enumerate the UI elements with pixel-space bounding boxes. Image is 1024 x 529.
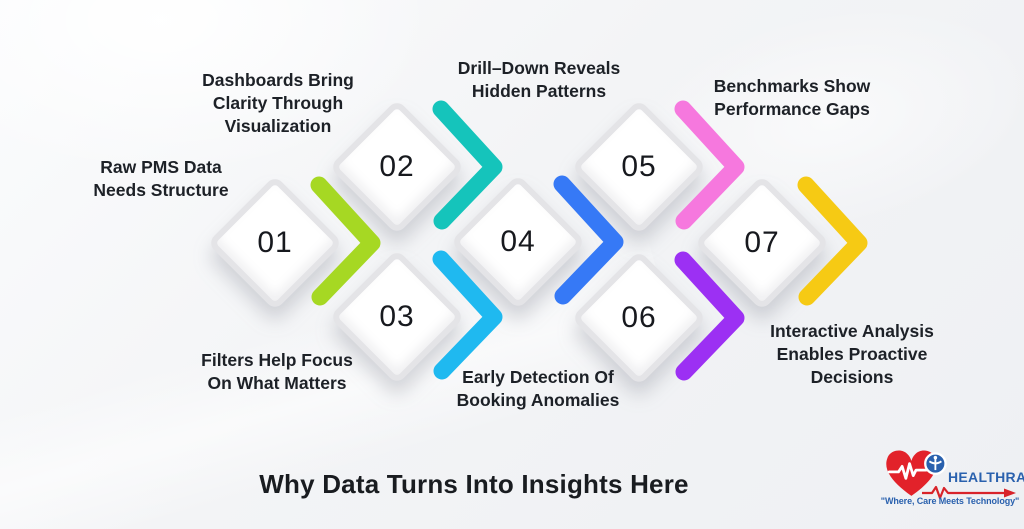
label-line: Decisions: [810, 367, 894, 387]
step-label-07: Interactive Analysis Enables Proactive D…: [770, 320, 934, 389]
label-line: Dashboards Bring: [202, 70, 354, 90]
label-line: Filters Help Focus: [201, 350, 353, 370]
step-label-01: Raw PMS Data Needs Structure: [93, 156, 228, 202]
step-label-03: Filters Help Focus On What Matters: [201, 349, 353, 395]
label-line: Early Detection Of: [462, 367, 614, 387]
step-label-05: Benchmarks Show Performance Gaps: [714, 75, 871, 121]
step-number: 01: [257, 226, 293, 259]
label-line: Interactive Analysis: [770, 321, 934, 341]
step-number: 05: [621, 150, 657, 183]
ekg-arrow-icon: [922, 485, 1016, 500]
label-line: Hidden Patterns: [471, 81, 607, 101]
heart-ekg-icon: [886, 450, 947, 496]
step-number: 07: [744, 226, 780, 259]
label-line: Booking Anomalies: [456, 390, 620, 410]
step-number: 02: [379, 150, 415, 183]
step-number: 03: [379, 300, 415, 333]
label-line: Needs Structure: [93, 180, 229, 200]
step-number: 06: [621, 301, 657, 334]
label-line: Visualization: [224, 116, 332, 136]
label-line: On What Matters: [207, 373, 347, 393]
label-line: Drill–Down Reveals: [457, 58, 621, 78]
step-label-04: Drill–Down Reveals Hidden Patterns: [458, 57, 620, 103]
step-number: 04: [500, 225, 536, 258]
label-line: Enables Proactive: [776, 344, 928, 364]
step-label-02: Dashboards Bring Clarity Through Visuali…: [202, 69, 354, 138]
label-line: Benchmarks Show: [713, 76, 871, 96]
logo-tagline: "Where, Care Meets Technology": [880, 496, 1020, 506]
main-title: Why Data Turns Into Insights Here: [259, 469, 689, 499]
step-label-06: Early Detection Of Booking Anomalies: [457, 366, 620, 412]
label-line: Performance Gaps: [714, 99, 870, 119]
logo-brand-text: HEALTHRAY: [948, 469, 1024, 485]
label-line: Raw PMS Data: [100, 157, 222, 177]
label-line: Clarity Through: [212, 93, 344, 113]
healthray-logo: HEALTHRAY "Where, Care Meets Technology": [876, 443, 1024, 513]
